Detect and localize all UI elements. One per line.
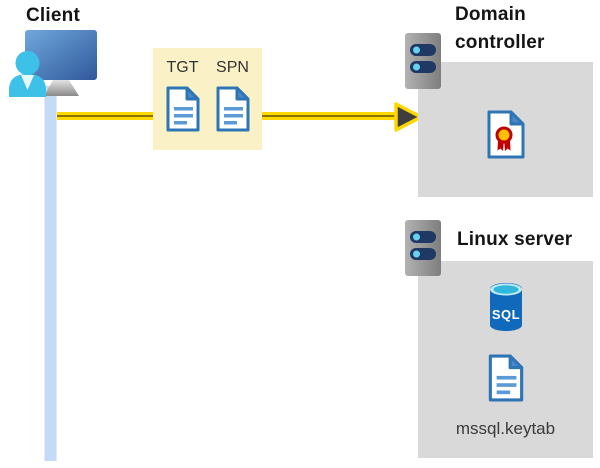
tgt-label: TGT <box>166 59 199 76</box>
ticket-box: TGT SPN <box>153 48 262 150</box>
monitor-icon <box>25 30 97 96</box>
tgt-document-icon <box>166 86 199 132</box>
tgt-ticket: TGT <box>164 55 202 150</box>
domain-controller-box <box>418 62 593 197</box>
sql-database-icon: SQL <box>489 283 522 331</box>
person-icon <box>9 51 46 97</box>
linux-server-label: Linux server <box>457 229 573 250</box>
keytab-filename-label: mssql.keytab <box>455 419 556 438</box>
domain-controller-label: Domain controller <box>455 4 545 53</box>
spn-label: SPN <box>216 59 249 76</box>
domain-controller-server-icon <box>405 33 441 89</box>
spn-ticket: SPN <box>214 55 252 150</box>
client-label: Client <box>26 5 80 26</box>
spn-document-icon <box>216 86 249 132</box>
client-workstation-icon <box>9 30 97 97</box>
arrowhead-icon <box>394 102 423 132</box>
linux-server-icon <box>405 220 441 276</box>
sql-text: SQL <box>491 307 519 322</box>
client-connection-bar <box>44 86 57 461</box>
linux-server-box: SQL mssql.keytab <box>418 261 593 458</box>
certificate-icon <box>487 110 524 159</box>
keytab-document-icon <box>488 354 523 402</box>
